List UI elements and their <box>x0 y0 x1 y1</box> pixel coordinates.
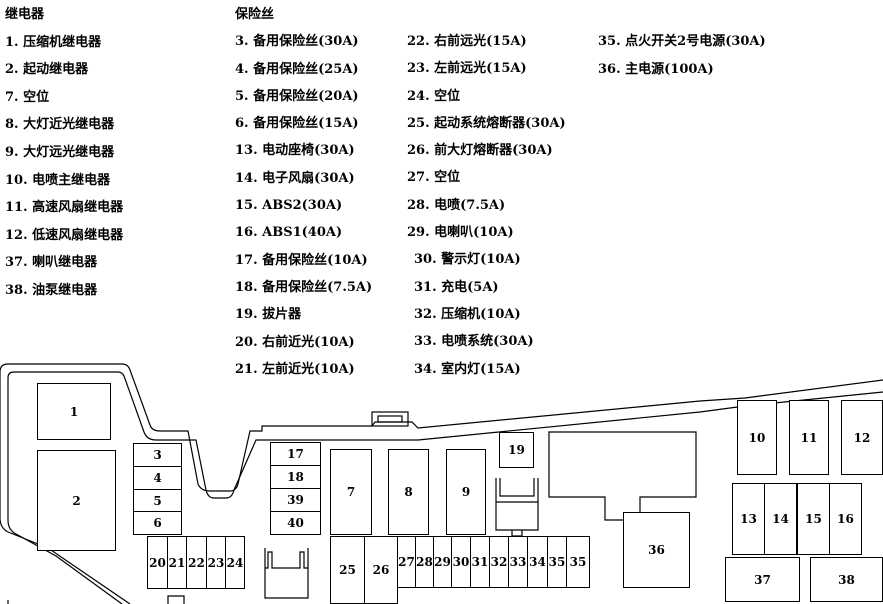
fuse-legend-item: 32. 压缩机(10A) <box>414 306 521 322</box>
fuse-legend-item: 22. 右前远光(15A) <box>407 34 527 49</box>
fuse-legend-item: 6. 备用保险丝(15A) <box>235 116 359 132</box>
fuse-box-slot-40: 40 <box>270 511 321 535</box>
fuse-box-slot-39: 39 <box>270 488 321 512</box>
fuse-box-slot-12: 12 <box>841 400 883 475</box>
fuse-box-slot-14: 14 <box>764 483 797 555</box>
relay-legend-item: 9. 大灯远光继电器 <box>5 144 115 160</box>
fuse-legend-item: 23. 左前远光(15A) <box>407 61 527 77</box>
fuse-legend-item: 15. ABS2(30A) <box>235 198 343 214</box>
fuse-box-slot-27: 27 <box>397 536 416 588</box>
outline-outer <box>0 363 883 518</box>
relay-legend-item: 7. 空位 <box>5 89 50 105</box>
fuse-box-slot-31: 31 <box>470 536 490 588</box>
fuse-box-slot-7: 7 <box>330 449 372 535</box>
fuse-box-slot-4: 4 <box>133 466 182 490</box>
fuse-box-slot-22: 22 <box>186 536 207 589</box>
fuse-legend-item: 26. 前大灯熔断器(30A) <box>407 143 553 159</box>
relay-legend-item: 38. 油泵继电器 <box>5 282 98 298</box>
outline-inner <box>7 371 883 604</box>
fuse-legend-item: 35. 点火开关2号电源(30A) <box>598 34 766 49</box>
fuse-legend-item: 36. 主电源(100A) <box>598 61 714 77</box>
fuse-legend-item: 28. 电喷(7.5A) <box>407 197 506 213</box>
fuse-legend-item: 30. 警示灯(10A) <box>414 252 521 268</box>
fuse-legend-item: 33. 电喷系统(30A) <box>414 334 534 350</box>
fuse-box-slot-10: 10 <box>737 400 777 475</box>
fuse-box-slot-35: 35 <box>566 536 590 588</box>
fuse-legend-item: 21. 左前近光(10A) <box>235 361 355 377</box>
fuse-box-slot-21: 21 <box>167 536 187 589</box>
fuse-legend-column-b: 22. 右前远光(15A) 23. 左前远光(15A) 24. 空位 25. 起动系统… <box>407 31 566 386</box>
relay-legend-item: 37. 喇叭继电器 <box>5 255 98 271</box>
fuse-legend-item: 13. 电动座椅(30A) <box>235 143 355 159</box>
fuse-box-slot-20: 20 <box>147 536 168 589</box>
relay-legend-item: 1. 压缩机继电器 <box>5 34 102 50</box>
fuse-box-slot-38: 38 <box>810 557 883 602</box>
fuse-box-slot-23: 23 <box>206 536 226 589</box>
fuse-box-slot-30: 30 <box>451 536 471 588</box>
relay-legend-title: 继电器 <box>5 7 45 22</box>
fuse-legend-item: 24. 空位 <box>407 88 461 104</box>
fuse-box-slot-5: 5 <box>133 489 182 512</box>
fuse-legend-column-c: 35. 点火开关2号电源(30A) 36. 主电源(100A) <box>598 31 766 86</box>
fuse-legend-item: 20. 右前近光(10A) <box>235 334 355 350</box>
fuse-legend-item: 19. 拔片器 <box>235 307 302 323</box>
fuse-legend-item: 18. 备用保险丝(7.5A) <box>235 279 373 295</box>
fuse-legend-item: 25. 起动系统熔断器(30A) <box>407 115 566 131</box>
fuse-box-slot-19: 19 <box>499 432 534 468</box>
fuse-box-slot-9: 9 <box>446 449 486 535</box>
fuse-box-slot-1: 1 <box>37 383 111 440</box>
clip-tab <box>371 411 409 427</box>
fuse-legend-item: 16. ABS1(40A) <box>235 225 343 241</box>
fuse-legend-column-a: 保险丝 3. 备用保险丝(30A) 4. 备用保险丝(25A) 5. 备用保险丝(2… <box>235 4 372 386</box>
fuse-legend-item: 31. 充电(5A) <box>414 279 499 295</box>
fuse-box-slot-2: 2 <box>37 450 116 551</box>
fuse-legend-item: 29. 电喇叭(10A) <box>407 225 514 241</box>
fuse-legend-item: 14. 电子风扇(30A) <box>235 170 355 186</box>
connector-fuse-19 <box>495 478 539 537</box>
fuse-box-slot-36: 36 <box>623 512 690 588</box>
fuse-box-slot-28: 28 <box>415 536 434 588</box>
fuse-legend-item: 27. 空位 <box>407 170 461 186</box>
fuse-box-slot-37: 37 <box>725 557 800 602</box>
fuse-box-slot-29: 29 <box>433 536 452 588</box>
fuse-box-slot-3: 3 <box>133 443 182 467</box>
fuse-box-slot-16: 16 <box>829 483 862 555</box>
fuse-box-slot-13: 13 <box>732 483 765 555</box>
fuse-legend-item: 4. 备用保险丝(25A) <box>235 61 359 77</box>
fuse-box-slot-26: 26 <box>364 536 398 604</box>
relay-legend-item: 2. 起动继电器 <box>5 62 89 78</box>
fuse-box-slot-34: 34 <box>527 536 548 588</box>
fuse-box-slot-6: 6 <box>133 511 182 535</box>
relay-legend: 继电器 1. 压缩机继电器 2. 起动继电器 7. 空位 8. 大灯近光继电器 9. 大… <box>5 4 123 308</box>
fuse-box-slot-15: 15 <box>797 483 830 555</box>
fuse-box-slot-33: 33 <box>508 536 528 588</box>
fuse-legend-item: 5. 备用保险丝(20A) <box>235 88 359 104</box>
fuse-box-slot-35: 35 <box>547 536 567 588</box>
fuse-box-slot-11: 11 <box>789 400 829 475</box>
fuse-box-slot-25: 25 <box>330 536 365 604</box>
fuse-legend-item: 34. 室内灯(15A) <box>414 361 521 377</box>
fuse-box-slot-8: 8 <box>388 449 429 535</box>
fuse-box-slot-32: 32 <box>489 536 509 588</box>
connector-small <box>264 548 309 599</box>
fuse-box-slot-17: 17 <box>270 442 321 466</box>
relay-legend-item: 12. 低速风扇继电器 <box>5 227 124 243</box>
relay-legend-item: 10. 电喷主继电器 <box>5 172 111 188</box>
relay-legend-item: 8. 大灯近光继电器 <box>5 117 115 133</box>
fuse-legend-item: 3. 备用保险丝(30A) <box>235 34 359 50</box>
fuse-box-slot-24: 24 <box>225 536 245 589</box>
outline-left-lower <box>0 517 131 604</box>
fuse-legend-title: 保险丝 <box>235 7 275 22</box>
fuse-box-slot-18: 18 <box>270 465 321 489</box>
fuse-legend-item: 17. 备用保险丝(10A) <box>235 252 368 268</box>
connector-large <box>548 431 697 521</box>
relay-legend-item: 11. 高速风扇继电器 <box>5 200 124 216</box>
